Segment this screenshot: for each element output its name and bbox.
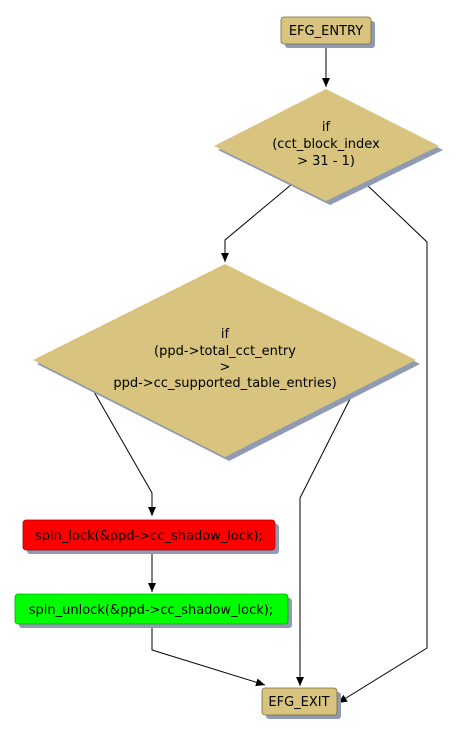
exit-node: EFG_EXIT	[261, 687, 341, 719]
entry-node-box	[280, 16, 372, 45]
lock-node-label: spin_lock(&ppd->cc_shadow_lock);	[35, 529, 263, 544]
unlock-node-label: spin_unlock(&ppd->cc_shadow_lock);	[29, 603, 273, 618]
exit-node-label: EFG_EXIT	[268, 695, 329, 710]
decision2-node: if (ppd->total_cct_entry > ppd->cc_suppo…	[33, 264, 420, 461]
decision2-line-4: ppd->cc_supported_table_entries)	[113, 376, 336, 391]
decision2-line-3: >	[220, 360, 231, 375]
decision2-line-2: (ppd->total_cct_entry	[154, 344, 296, 359]
decision1-line-1: if	[322, 120, 331, 135]
exit-node-box	[261, 687, 338, 716]
entry-node-label: EFG_ENTRY	[289, 24, 363, 39]
decision1-line-3: > 31 - 1)	[297, 154, 355, 169]
decision1-node: if (cct_block_index > 31 - 1)	[214, 89, 443, 205]
edge-decision2-to-exit	[296, 392, 354, 686]
decision2-diamond	[33, 264, 416, 457]
unlock-node-box	[14, 593, 289, 625]
decision1-diamond	[214, 89, 439, 201]
edges	[92, 44, 428, 704]
edge-decision1-to-exit	[337, 182, 428, 704]
unlock-node: spin_unlock(&ppd->cc_shadow_lock);	[14, 593, 292, 628]
entry-node: EFG_ENTRY	[280, 16, 375, 48]
decision1-line-2: (cct_block_index	[272, 137, 380, 152]
decision2-line-1: if	[221, 327, 230, 342]
edge-decision1-to-decision2	[221, 183, 293, 262]
edge-decision2-to-lock	[92, 389, 156, 516]
edge-unlock-to-exit	[151, 626, 266, 687]
lock-node: spin_lock(&ppd->cc_shadow_lock);	[22, 519, 279, 554]
lock-node-box	[22, 519, 276, 551]
